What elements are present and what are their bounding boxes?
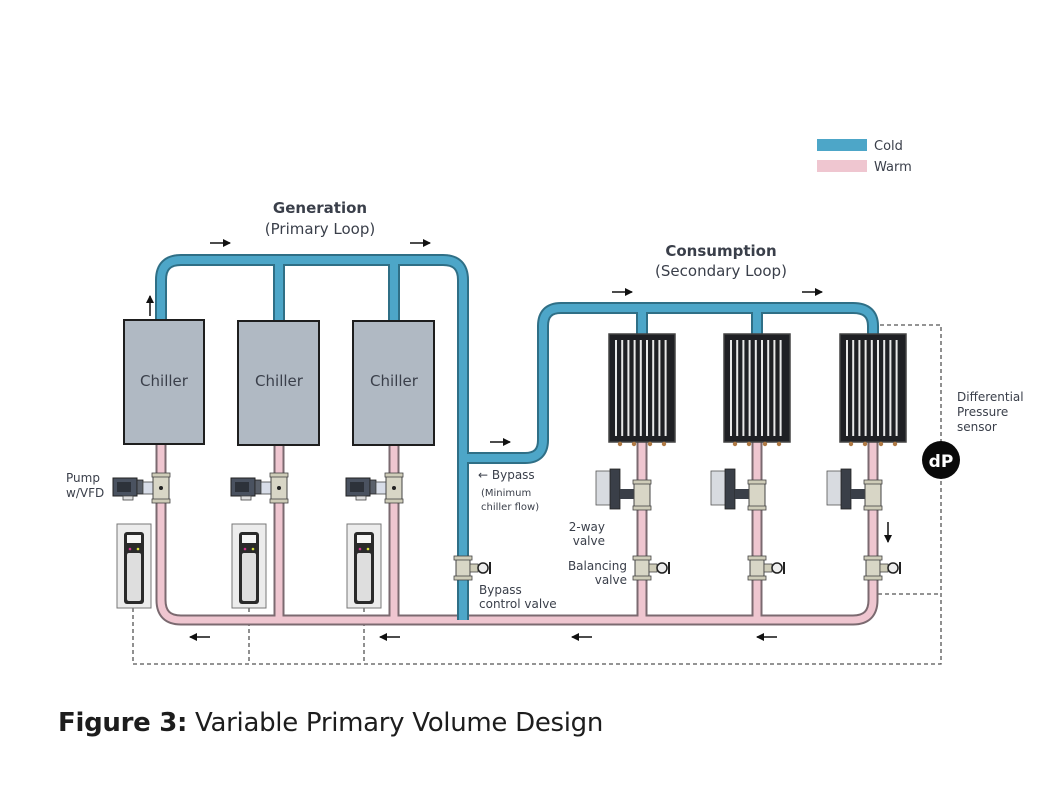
flow-arrows <box>146 239 892 641</box>
bypass-label-line1: ← Bypass <box>478 468 535 482</box>
dp-badge: dP <box>929 452 954 472</box>
cold-supply-piping <box>155 254 879 620</box>
pump-icon <box>345 472 404 504</box>
cooling-coil-icon <box>723 333 791 447</box>
chiller-label: Chiller <box>255 372 304 390</box>
figure-caption: Figure 3: Variable Primary Volume Design <box>58 708 603 738</box>
chiller: Chiller <box>352 320 435 446</box>
chiller: Chiller <box>237 320 320 446</box>
legend-label-warm: Warm <box>874 160 912 175</box>
balancing-valve-icon <box>863 555 901 581</box>
balancing-valve-label-line2: valve <box>595 573 627 587</box>
cooling-coil-icon <box>608 333 676 447</box>
two-way-valve-icon <box>595 468 652 511</box>
generation-subtitle: (Primary Loop) <box>265 220 375 238</box>
differential-pressure-sensor: dP <box>922 441 960 479</box>
two-way-valve-label-line2: valve <box>573 534 605 548</box>
legend: Cold Warm <box>817 139 912 175</box>
pump-label-line1: Pump <box>66 471 100 485</box>
vfd-drive-icon <box>116 523 152 609</box>
vfd-drive-icon <box>346 523 382 609</box>
generation-title: Generation <box>273 199 367 217</box>
cooling-coil-icon <box>839 333 907 447</box>
chiller-label: Chiller <box>370 372 419 390</box>
dp-label-line3: sensor <box>957 420 997 434</box>
consumption-subtitle: (Secondary Loop) <box>655 262 787 280</box>
balancing-valve-label-line1: Balancing <box>568 559 627 573</box>
consumption-heading: Consumption (Secondary Loop) <box>655 242 787 280</box>
bypass-valve-label-line1: Bypass <box>479 583 522 597</box>
figure-caption-prefix: Figure 3: <box>58 708 188 738</box>
pump-icon <box>112 472 171 504</box>
balancing-valve-icon <box>747 555 785 581</box>
legend-swatch-cold <box>817 139 867 151</box>
warm-return-piping <box>155 440 879 626</box>
control-wire-bus <box>132 324 942 665</box>
legend-label-cold: Cold <box>874 139 903 154</box>
two-way-valve-icon <box>710 468 767 511</box>
bypass-label-line3: chiller flow) <box>481 502 539 513</box>
bypass-valve-label-line2: control valve <box>479 597 557 611</box>
pump-icon <box>230 472 289 504</box>
figure-caption-text: Variable Primary Volume Design <box>187 708 604 738</box>
bypass-control-valve <box>453 555 491 581</box>
vfd-drive-icon <box>231 523 267 609</box>
bypass-label-line2: (Minimum <box>481 488 531 499</box>
pump-label-line2: w/VFD <box>66 486 104 500</box>
dp-label-line1: Differential <box>957 390 1024 404</box>
consumption-title: Consumption <box>665 242 776 260</box>
chiller-label: Chiller <box>140 372 189 390</box>
legend-swatch-warm <box>817 160 867 172</box>
two-way-valve-label-line1: 2-way <box>569 520 605 534</box>
balancing-valve-icon <box>632 555 670 581</box>
chiller: Chiller <box>123 319 205 445</box>
dp-label-line2: Pressure <box>957 405 1008 419</box>
two-way-valve-icon <box>826 468 883 511</box>
generation-heading: Generation (Primary Loop) <box>265 199 375 238</box>
